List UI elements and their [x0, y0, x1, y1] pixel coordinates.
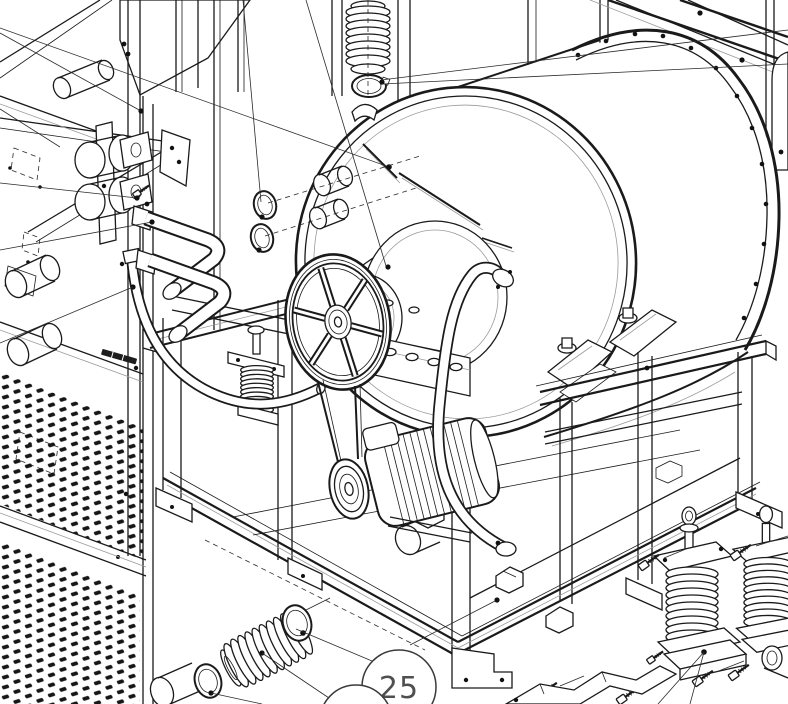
drum-face-vents: [363, 144, 514, 252]
vibration-isolator-1: [654, 507, 746, 680]
gasket-rings: [248, 189, 279, 255]
louver-grid-upper: [0, 372, 143, 560]
electric-motor: [358, 400, 505, 542]
v-belt: [318, 380, 362, 462]
rear-flange-bolts: [575, 31, 769, 321]
vibration-isolator-2: [733, 506, 788, 652]
clamp-ring-top: [352, 75, 390, 97]
isolator-springs-exploded: [654, 506, 788, 680]
motor-pulley: [324, 456, 374, 523]
inlet-stub: [352, 104, 377, 121]
mounted-isolator-spring: [228, 326, 284, 425]
callout-balloon-partial: [262, 653, 392, 704]
rear-flange: [572, 30, 779, 350]
brand-mark: [101, 349, 137, 365]
drum-saddles: [548, 308, 676, 402]
panel-port-stubs: [1, 253, 65, 369]
discharge-hose: [438, 266, 516, 556]
drive-pulley: [275, 246, 401, 398]
drum-face-ports: [307, 164, 355, 231]
elbow-hoses: [132, 182, 224, 346]
clamp-ring-left: [190, 661, 225, 701]
cabinet-left-panel: [0, 96, 153, 704]
louver-grid-lower: [0, 540, 140, 704]
fan-drum-housing: [279, 30, 780, 454]
bracket-plate-bottom: [506, 648, 676, 704]
callout-label: 25: [379, 671, 419, 704]
vibration-isolator-3-partial: [762, 646, 788, 678]
flexible-bellows-bottom: [147, 598, 330, 704]
backdrop-structure: [0, 0, 788, 556]
valve-block-assembly: [75, 122, 152, 244]
clip-brackets: [416, 461, 682, 633]
